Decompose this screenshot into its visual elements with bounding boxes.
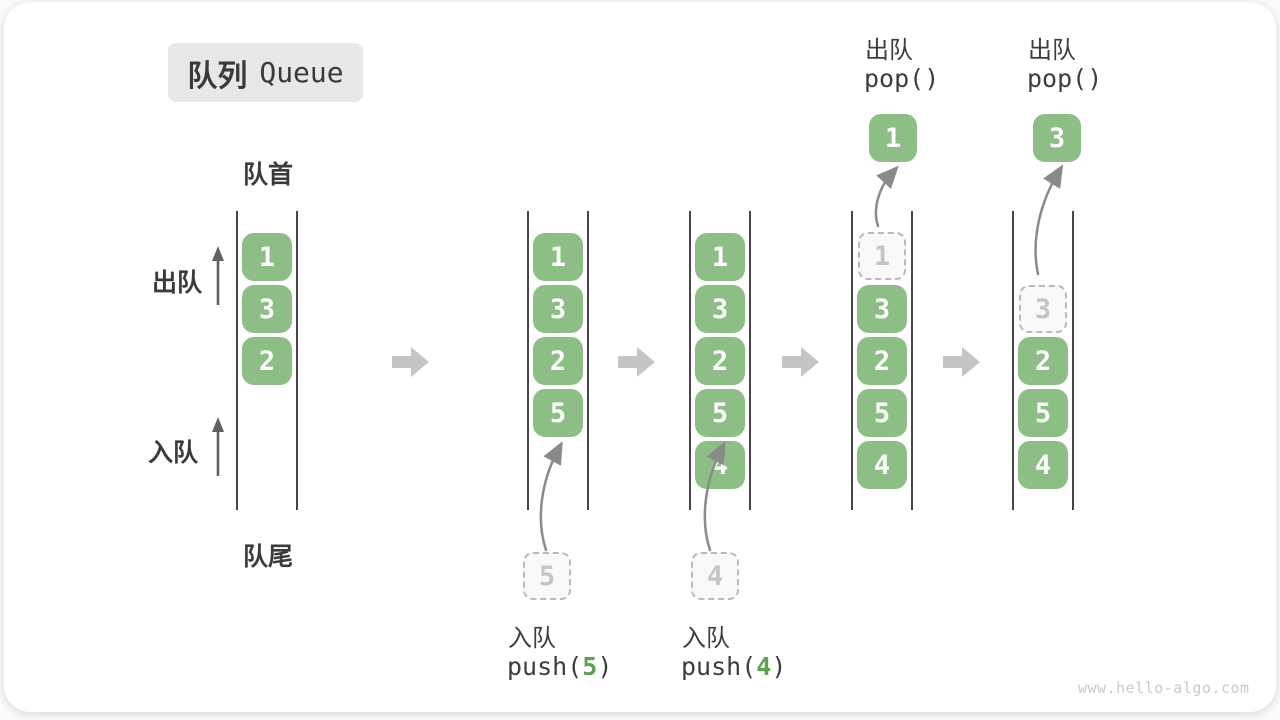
flow-arrow-icon bbox=[392, 347, 429, 377]
removed-element-ghost: 3 bbox=[1019, 285, 1067, 333]
queue-column-4: 1 3 2 5 4 bbox=[851, 211, 913, 510]
title-zh: 队列 bbox=[187, 59, 248, 93]
removed-element-ghost: 1 bbox=[858, 232, 906, 280]
flow-arrow-icon bbox=[943, 347, 980, 377]
push1-code-label: push(5) bbox=[507, 652, 612, 681]
dequeue-side-label: 出队 bbox=[152, 269, 203, 297]
rear-label: 队尾 bbox=[242, 543, 293, 571]
push1-action-label: 入队 bbox=[508, 625, 556, 652]
enqueue-curved-arrow-icon bbox=[703, 441, 726, 552]
queue-element: 2 bbox=[242, 337, 292, 385]
queue-element: 1 bbox=[242, 233, 292, 281]
push2-code-label: push(4) bbox=[681, 652, 786, 681]
queue-element: 3 bbox=[242, 285, 292, 333]
incoming-element-ghost: 4 bbox=[691, 552, 739, 600]
pop1-code-label: pop() bbox=[864, 64, 940, 93]
incoming-element-ghost: 5 bbox=[523, 552, 571, 600]
queue-element: 2 bbox=[857, 337, 907, 385]
queue-element: 2 bbox=[1018, 337, 1068, 385]
push1-arg: 5 bbox=[582, 652, 598, 681]
queue-element: 4 bbox=[857, 441, 907, 489]
enqueue-up-arrow-icon bbox=[212, 417, 224, 476]
pop2-code-label: pop() bbox=[1027, 64, 1103, 93]
queue-element: 3 bbox=[857, 285, 907, 333]
front-label: 队首 bbox=[242, 161, 293, 189]
enqueue-curved-arrow-icon bbox=[539, 441, 563, 552]
queue-element: 4 bbox=[1018, 441, 1068, 489]
push2-arg: 4 bbox=[756, 652, 772, 681]
queue-element: 5 bbox=[1018, 389, 1068, 437]
push2-code-open: push( bbox=[681, 652, 757, 681]
queue-element: 3 bbox=[695, 285, 745, 333]
push2-code-close: ) bbox=[771, 652, 787, 681]
pop2-action-label: 出队 bbox=[1028, 37, 1076, 64]
queue-element: 5 bbox=[533, 389, 583, 437]
enqueue-side-label: 入队 bbox=[148, 439, 199, 467]
queue-column-1: 1 3 2 bbox=[236, 211, 298, 510]
flow-arrow-icon bbox=[618, 347, 655, 377]
title-en: Queue bbox=[259, 56, 344, 89]
flow-arrow-icon bbox=[782, 347, 819, 377]
queue-element: 5 bbox=[857, 389, 907, 437]
push1-code-close: ) bbox=[597, 652, 613, 681]
queue-element: 2 bbox=[695, 337, 745, 385]
queue-element: 3 bbox=[533, 285, 583, 333]
push2-action-label: 入队 bbox=[682, 625, 730, 652]
push1-code-open: push( bbox=[507, 652, 583, 681]
queue-column-5: 3 2 5 4 bbox=[1012, 211, 1074, 510]
popped-element: 1 bbox=[869, 114, 917, 162]
dequeue-curved-arrow-icon bbox=[1034, 164, 1064, 276]
dequeue-up-arrow-icon bbox=[212, 246, 224, 305]
queue-element: 1 bbox=[533, 233, 583, 281]
dequeue-curved-arrow-icon bbox=[874, 165, 899, 228]
queue-column-2: 1 3 2 5 bbox=[527, 211, 589, 510]
queue-element: 2 bbox=[533, 337, 583, 385]
queue-element: 5 bbox=[695, 389, 745, 437]
title-badge: 队列 Queue bbox=[168, 43, 363, 102]
queue-element: 1 bbox=[695, 233, 745, 281]
popped-element: 3 bbox=[1033, 114, 1081, 162]
pop1-action-label: 出队 bbox=[865, 37, 913, 64]
watermark: www.hello-algo.com bbox=[1078, 679, 1250, 697]
